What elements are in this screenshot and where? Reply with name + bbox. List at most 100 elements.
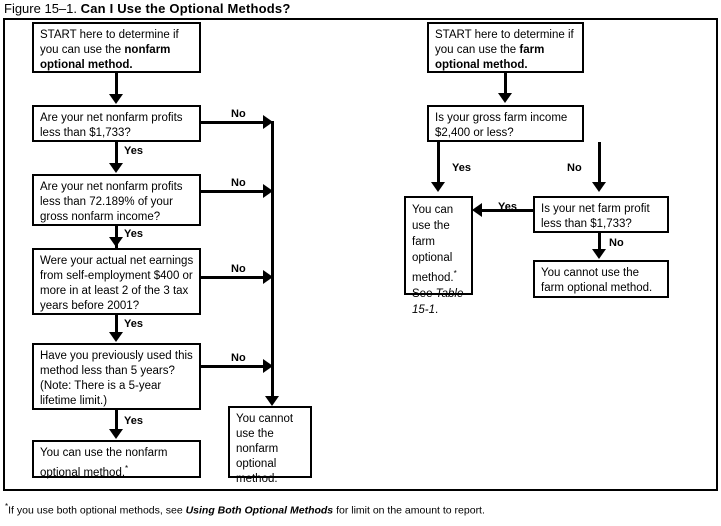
can-farm-line5: method. xyxy=(412,271,454,284)
rq2-line1: Is your net farm profit xyxy=(541,203,650,215)
connector-q4-to-result xyxy=(115,410,118,433)
connector-q4-no xyxy=(201,365,267,368)
can-farm-line1: You can xyxy=(412,204,454,216)
arrowhead-rq1-yes xyxy=(431,182,445,192)
q3-line4: years before 2001? xyxy=(40,300,140,312)
can-farm-line2: use the xyxy=(412,220,450,232)
cannot-nonfarm-line1: You cannot xyxy=(236,413,294,425)
figure-heading: Can I Use the Optional Methods? xyxy=(80,1,291,16)
can-farm-line3: farm xyxy=(412,236,435,248)
start-nonfarm-bold: nonfarm optional method. xyxy=(40,44,171,71)
start-farm-line1: START here to determine if xyxy=(435,29,574,41)
box-result-cannot-use-nonfarm: You cannot use the nonfarm optional meth… xyxy=(228,406,312,485)
connector-rq1-yes xyxy=(437,142,440,182)
rq1-line2: $2,400 or less? xyxy=(435,127,514,139)
can-farm-line4: optional xyxy=(412,252,453,264)
box-q-gross-farm-income-2400: Is your gross farm income $2,400 or less… xyxy=(427,105,584,142)
box-result-cannot-use-farm: You cannot use the farm optional method. xyxy=(533,260,669,298)
box-q-nonfarm-profits-1733: Are your net nonfarm profits less than $… xyxy=(32,105,201,142)
arrowhead-q1-no xyxy=(263,115,273,129)
q4-line3: (Note: There is a 5-year xyxy=(40,380,162,392)
edge-label-yes-3: Yes xyxy=(124,318,143,330)
edge-label-no-4: No xyxy=(231,352,246,364)
arrowhead-q4-to-result xyxy=(109,429,123,439)
arrowhead-q2-to-q3 xyxy=(109,237,123,247)
edge-label-right-no-2: No xyxy=(609,237,624,249)
edge-label-no-3: No xyxy=(231,263,246,275)
arrowhead-q3-no xyxy=(263,270,273,284)
edge-label-right-yes-2: Yes xyxy=(498,201,517,213)
start-farm-line2: you can use the xyxy=(435,44,520,56)
q3-line1: Were your actual net earnings xyxy=(40,255,194,267)
edge-label-yes-1: Yes xyxy=(124,145,143,157)
cannot-farm-line1: You cannot use the xyxy=(541,267,640,279)
rq2-line2: less than $1,733? xyxy=(541,218,632,230)
q3-line3: more in at least 2 of the 3 tax xyxy=(40,285,189,297)
can-farm-table-ref-2: 15-1 xyxy=(412,303,436,316)
box-start-farm: START here to determine if you can use t… xyxy=(427,22,584,73)
connector-rstart-to-rq1 xyxy=(504,73,507,95)
result-nonfarm-line1: You can use the nonfarm xyxy=(40,447,168,459)
cannot-nonfarm-line5: method. xyxy=(236,473,278,485)
arrowhead-q3-to-q4 xyxy=(109,332,123,342)
start-nonfarm-line1: START here to determine if xyxy=(40,29,179,41)
connector-no-trunk xyxy=(271,121,274,403)
cannot-nonfarm-line3: nonfarm xyxy=(236,443,279,455)
connector-q1-to-q2 xyxy=(115,142,118,165)
box-q-net-farm-profit-1733: Is your net farm profit less than $1,733… xyxy=(533,196,669,233)
start-farm-bold: farm optional method. xyxy=(435,44,545,71)
arrowhead-no-trunk-to-result xyxy=(265,396,279,406)
footnote-marker: * xyxy=(5,502,9,511)
edge-label-right-yes-1: Yes xyxy=(452,162,471,174)
can-farm-period: . xyxy=(435,303,439,316)
q2-line3: gross nonfarm income? xyxy=(40,211,161,223)
q1-line2: less than $1,733? xyxy=(40,127,131,139)
box-result-can-use-farm: You can use the farm optional method.* S… xyxy=(404,196,473,316)
footnote-text-after: for limit on the amount to report. xyxy=(333,504,485,517)
box-result-can-use-nonfarm: You can use the nonfarm optional method.… xyxy=(32,440,201,479)
cannot-nonfarm-line2: use the xyxy=(236,428,274,440)
connector-q3-to-q4 xyxy=(115,315,118,338)
connector-q1-no xyxy=(201,121,267,124)
box-q-actual-net-earnings-400: Were your actual net earnings from self-… xyxy=(32,248,201,315)
result-nonfarm-line2: optional method. xyxy=(40,466,126,479)
arrowhead-rq2-yes xyxy=(472,203,482,217)
footnote-text-before: If you use both optional methods, see xyxy=(8,504,186,517)
edge-label-no-1: No xyxy=(231,108,246,120)
arrowhead-q4-no xyxy=(263,359,273,373)
box-start-nonfarm: START here to determine if you can use t… xyxy=(32,22,201,73)
rq1-line1: Is your gross farm income xyxy=(435,112,568,124)
connector-rq2-yes xyxy=(481,209,533,212)
edge-label-no-2: No xyxy=(231,177,246,189)
figure-footnote: *If you use both optional methods, see U… xyxy=(5,500,717,518)
q2-line2: less than 72.189% of your xyxy=(40,196,173,208)
edge-label-right-no-1: No xyxy=(567,162,582,174)
arrowhead-rq2-no xyxy=(592,249,606,259)
connector-q2-no xyxy=(201,190,267,193)
q4-line4: lifetime limit.) xyxy=(40,395,108,407)
can-farm-table-ref-1: Table xyxy=(435,287,464,300)
arrowhead-q1-to-q2 xyxy=(109,163,123,173)
edge-label-yes-2: Yes xyxy=(124,228,143,240)
figure-title: Figure 15–1. Can I Use the Optional Meth… xyxy=(4,0,704,17)
arrowhead-q2-no xyxy=(263,184,273,198)
q4-line1: Have you previously used this xyxy=(40,350,193,362)
edge-label-yes-4: Yes xyxy=(124,415,143,427)
connector-rq1-no xyxy=(598,142,601,182)
connector-start-to-q1 xyxy=(115,73,118,95)
figure-number: Figure 15–1. xyxy=(4,1,77,16)
box-q-previously-used-5-years: Have you previously used this method les… xyxy=(32,343,201,410)
arrowhead-rq1-no xyxy=(592,182,606,192)
arrowhead-rstart-to-rq1 xyxy=(498,93,512,103)
cannot-nonfarm-line4: optional xyxy=(236,458,277,470)
start-nonfarm-line2: you can use the xyxy=(40,44,125,56)
result-nonfarm-footnote-marker: * xyxy=(125,464,129,473)
can-farm-footnote-marker: * xyxy=(453,269,457,278)
q2-line1: Are your net nonfarm profits xyxy=(40,181,183,193)
can-farm-see: See xyxy=(412,287,436,300)
footnote-italic-reference: Using Both Optional Methods xyxy=(185,504,334,517)
cannot-farm-line2: farm optional method. xyxy=(541,282,653,294)
q3-line2: from self-employment $400 or xyxy=(40,270,193,282)
q4-line2: method less than 5 years? xyxy=(40,365,175,377)
